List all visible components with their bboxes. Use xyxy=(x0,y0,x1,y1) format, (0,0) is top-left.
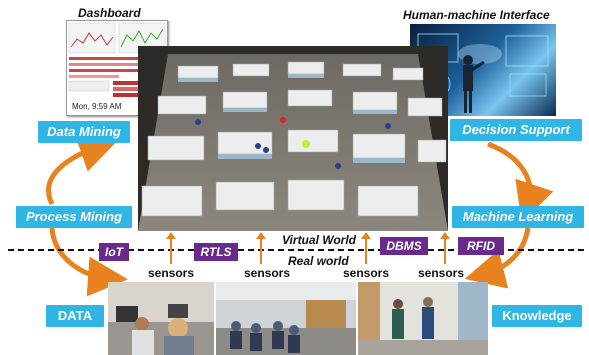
sensor-arrow-2 xyxy=(256,232,266,264)
decision-support-box: Decision Support xyxy=(450,119,582,141)
sensors-label-2: sensors xyxy=(244,266,291,280)
world-divider xyxy=(8,249,584,251)
data-mining-box: Data Mining xyxy=(38,121,130,143)
real-world-label: Real world xyxy=(288,254,349,268)
virtual-world-label: Virtual World xyxy=(282,233,357,247)
dashboard-title: Dashboard xyxy=(78,6,141,20)
virtual-world-image xyxy=(138,46,448,231)
data-box: DATA xyxy=(46,305,104,327)
machine-learning-box: Machine Learning xyxy=(452,206,584,228)
rtls-tag: RTLS xyxy=(194,243,238,261)
hmi-title: Human-machine Interface xyxy=(403,8,550,22)
dbms-tag: DBMS xyxy=(380,237,428,255)
dashboard-clock: Mon, 9:59 AM xyxy=(72,102,122,111)
real-world-photo-1 xyxy=(108,282,214,355)
sensor-arrow-1 xyxy=(166,232,176,264)
process-mining-box: Process Mining xyxy=(16,206,132,228)
knowledge-box: Knowledge xyxy=(492,305,582,327)
real-world-photo-3 xyxy=(358,282,488,355)
iot-tag: IoT xyxy=(99,243,129,261)
sensor-arrow-3 xyxy=(361,232,371,264)
sensors-label-4: sensors xyxy=(418,266,465,280)
sensor-arrow-4 xyxy=(440,232,450,264)
sensors-label-3: sensors xyxy=(343,266,390,280)
real-world-photo-2 xyxy=(216,282,356,355)
sensors-label-1: sensors xyxy=(148,266,195,280)
rfid-tag: RFID xyxy=(458,237,504,255)
